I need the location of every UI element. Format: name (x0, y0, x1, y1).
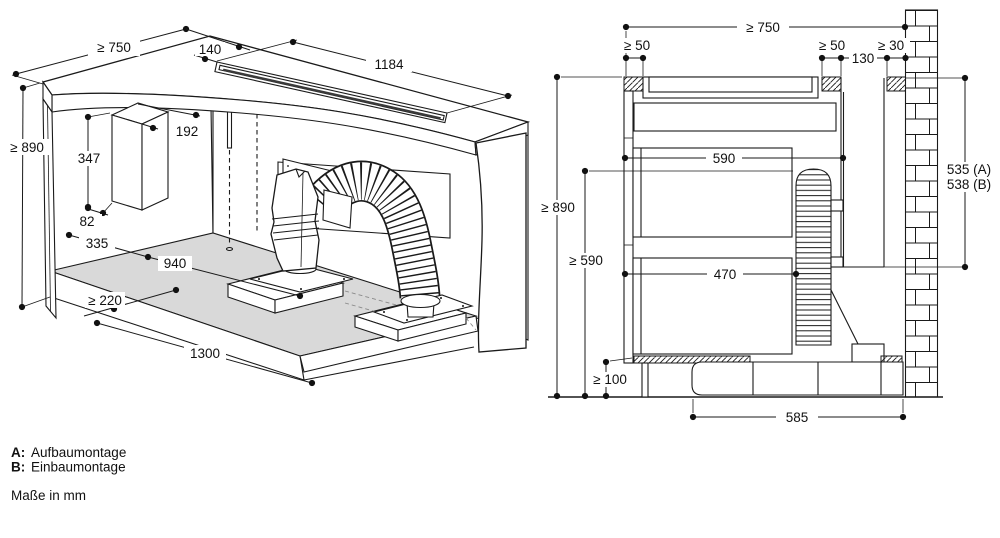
dim-label-total-height: ≥ 890 (541, 200, 575, 215)
dim-label-top-drawer-depth: 590 (713, 151, 736, 166)
right-dimensions: ≥ 750 ≥ 50 ≥ 50 ≥ 30 130 (534, 19, 998, 425)
worktop-section (623, 76, 906, 92)
right-diagram: ≥ 750 ≥ 50 ≥ 50 ≥ 30 130 (534, 9, 998, 425)
legend-units-note: Maße in mm (11, 488, 86, 503)
dim-label-box-clearance: 82 (79, 214, 94, 229)
hose-collar (400, 293, 441, 318)
floor-duct (691, 361, 904, 396)
dim-label-box-depth: 192 (176, 124, 199, 139)
dim-label-height-b: 538 (B) (947, 177, 991, 192)
cooktop-section (633, 76, 837, 132)
hose-adapter (322, 189, 353, 229)
legend: A: Aufbaumontage B: Einbaumontage Maße i… (11, 445, 126, 503)
base-bottom-edge (303, 346, 475, 381)
vertical-duct (795, 168, 885, 363)
left-diagram: ≥ 750 140 1184 ≥ 890 1 (4, 25, 531, 387)
dim-label-lower-drawer-depth: 470 (714, 267, 737, 282)
downdraft-channel (840, 78, 885, 268)
dim-label-height: ≥ 890 (10, 140, 44, 155)
left-dimensions: ≥ 750 140 1184 ≥ 890 1 (4, 25, 513, 387)
worktop-slot (214, 61, 448, 124)
dim-label-rear-gap: ≥ 50 (819, 38, 845, 53)
cabinet-section (623, 90, 793, 364)
dim-label-slot-length: 1184 (374, 57, 404, 72)
dim-label-inner-height: ≥ 590 (569, 253, 603, 268)
brick-wall (904, 9, 939, 398)
dim-label-front-clearance: ≥ 220 (88, 293, 122, 308)
dim-label-floor-duct-length: 585 (786, 410, 809, 425)
dim-label-slot-offset: 140 (199, 42, 222, 57)
blower-box (110, 102, 170, 211)
cabinet-bottom (633, 355, 903, 398)
dim-label-front-gap: ≥ 50 (624, 38, 650, 53)
legend-b-key: B: (11, 460, 25, 475)
dim-label-wall-gap: ≥ 30 (878, 38, 904, 53)
dim-label-height-a: 535 (A) (947, 162, 991, 177)
legend-b-text: Einbaumontage (31, 460, 126, 475)
dim-label-side-clearance: 335 (86, 236, 109, 251)
dim-label-plate-width: 1300 (190, 346, 220, 361)
right-end-panel (475, 132, 527, 353)
dim-label-box-height: 347 (78, 151, 101, 166)
flexible-hose (306, 160, 441, 299)
dim-label-niche-depth: ≥ 750 (746, 20, 780, 35)
dim-label-plinth-height: ≥ 100 (593, 372, 627, 387)
downdraft-duct-body (270, 168, 320, 275)
legend-a-text: Aufbaumontage (31, 445, 126, 460)
legend-a-key: A: (11, 445, 25, 460)
dim-label-counter-depth: ≥ 750 (97, 40, 131, 55)
dim-label-plate-depth: 940 (164, 256, 187, 271)
dim-label-cutout-width: 130 (852, 51, 875, 66)
